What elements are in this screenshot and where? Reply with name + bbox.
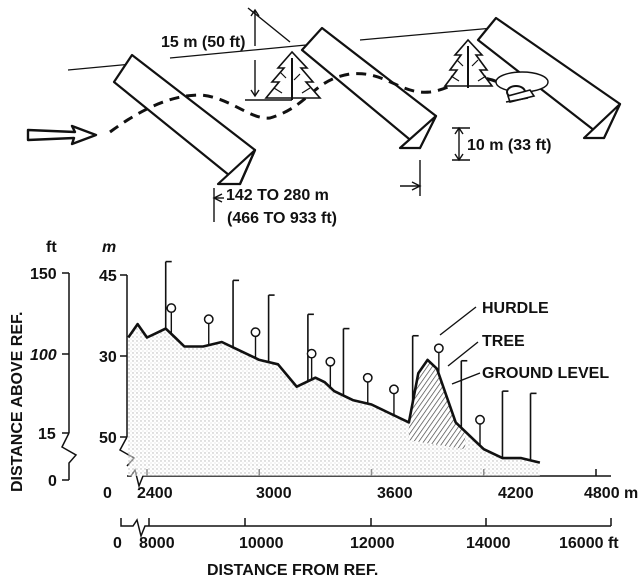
- hurdle-prism-1: [112, 53, 257, 186]
- x-tick-m-3000: 3000: [256, 485, 292, 502]
- tree-icon-2: [443, 38, 494, 88]
- spacing-label-line1: 142 TO 280 m: [226, 187, 329, 204]
- y-tick-ft-100: 100: [30, 347, 57, 364]
- horizon-line-left: [67, 63, 133, 71]
- y-axis-label: DISTANCE ABOVE REF.: [9, 312, 26, 492]
- spacing-dimension: [212, 160, 422, 222]
- tree-marker-9: [475, 414, 485, 425]
- tree-marker-8: [433, 343, 444, 354]
- x-tick-ft-16000: 16000 ft: [559, 535, 619, 552]
- x-tick-m-3600: 3600: [377, 485, 413, 502]
- tree-marker-6: [362, 372, 373, 383]
- legend-ground-level: GROUND LEVEL: [482, 365, 609, 382]
- x-tick-m-4200: 4200: [498, 485, 534, 502]
- hurdle-prism-2: [300, 26, 438, 150]
- legend-hurdle: HURDLE: [482, 300, 549, 317]
- x-tick-ft-14000: 14000: [466, 535, 511, 552]
- tree-markers: [166, 303, 485, 446]
- hurdle-height-dimension: [452, 126, 470, 162]
- y-tick-ft-0: 0: [48, 473, 57, 490]
- helicopter-icon: [495, 71, 549, 103]
- x-tick-m-0: 0: [103, 485, 112, 502]
- ground-level-line: [127, 322, 541, 464]
- x-tick-m-4800: 4800 m: [584, 485, 638, 502]
- legend-callouts: [439, 306, 481, 385]
- spacing-label-line2: (466 TO 933 ft): [227, 210, 337, 227]
- y-tick-m-30: 30: [99, 349, 117, 366]
- y-tick-m-50: 50: [99, 430, 117, 447]
- height-dimension: [245, 7, 292, 101]
- tree-marker-4: [306, 348, 317, 359]
- ground-profile: [127, 322, 541, 476]
- y-unit-ft: ft: [46, 239, 57, 256]
- hurdle-prism-3: [476, 16, 622, 140]
- legend-tree: TREE: [482, 333, 525, 350]
- y-tick-ft-15: 15: [38, 426, 56, 443]
- x-tick-ft-12000: 12000: [350, 535, 395, 552]
- y-tick-m-45: 45: [99, 268, 117, 285]
- horizon-line-mid: [169, 44, 307, 59]
- x-axis-ft: [120, 518, 612, 539]
- hurdle-poles: [164, 260, 537, 461]
- tree-marker-1: [166, 303, 177, 314]
- tree-icon-1: [264, 50, 322, 100]
- horizon-line-right: [359, 27, 494, 41]
- y-unit-m: m: [102, 239, 116, 256]
- ground-hill-hatch: [408, 359, 466, 450]
- course-illustration: 15 m (50 ft) 10 m (33 ft) 142 TO 280 m (…: [26, 7, 622, 227]
- tree-marker-2: [203, 314, 214, 325]
- x-tick-ft-10000: 10000: [239, 535, 284, 552]
- tree-marker-5: [325, 356, 336, 367]
- tree-marker-7: [389, 384, 399, 395]
- x-tick-m-2400: 2400: [137, 485, 173, 502]
- profile-chart: ft m 150 100 15 0 DISTANCE ABOVE REF. 45…: [9, 239, 638, 579]
- height-label: 15 m (50 ft): [161, 34, 245, 51]
- hurdle-height-label: 10 m (33 ft): [467, 137, 551, 154]
- direction-arrow: [26, 124, 98, 146]
- x-tick-ft-8000: 8000: [139, 535, 175, 552]
- y-tick-ft-150: 150: [30, 266, 57, 283]
- x-axis-label: DISTANCE FROM REF.: [207, 562, 378, 579]
- x-tick-ft-0: 0: [113, 535, 122, 552]
- tree-marker-3: [250, 327, 261, 338]
- y-axis-ft: [61, 272, 78, 481]
